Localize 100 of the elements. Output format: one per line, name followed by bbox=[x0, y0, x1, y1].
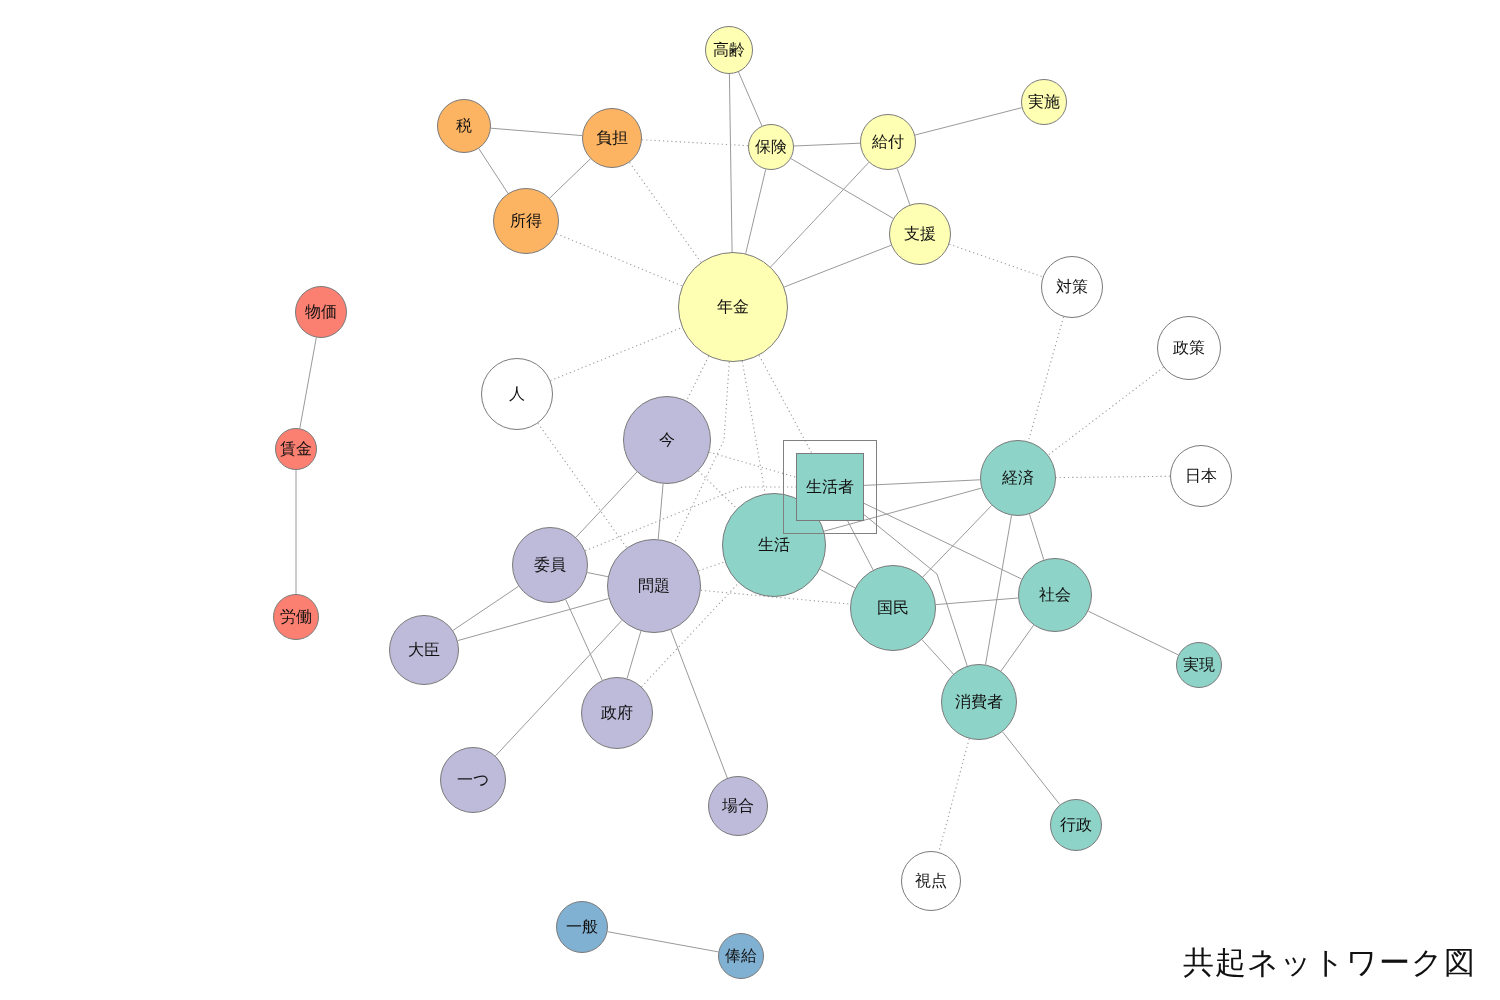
node-circle bbox=[582, 108, 642, 168]
connector-line bbox=[657, 483, 664, 540]
node-label: 行政 bbox=[1060, 816, 1092, 834]
node-label: 消費者 bbox=[955, 693, 1003, 711]
node-circle bbox=[1176, 642, 1222, 688]
node-label: 賃金 bbox=[280, 440, 312, 458]
connector-line bbox=[738, 71, 763, 127]
connector-line bbox=[819, 568, 856, 589]
node-circle bbox=[273, 594, 319, 640]
connector-line bbox=[921, 639, 954, 675]
connector-line bbox=[1087, 610, 1179, 656]
dotted-connector-line bbox=[697, 561, 726, 572]
node-label: 税 bbox=[456, 117, 472, 135]
node-label: 社会 bbox=[1039, 586, 1071, 604]
dotted-connector-line bbox=[628, 161, 702, 263]
node-label: 生活 bbox=[758, 536, 790, 554]
dotted-connector-line bbox=[758, 354, 813, 454]
node-label: 委員 bbox=[534, 556, 566, 574]
connector-line bbox=[1029, 513, 1045, 561]
node-circle bbox=[295, 286, 347, 338]
connector-line bbox=[607, 931, 719, 953]
connector-line bbox=[626, 630, 642, 679]
node-label: 一般 bbox=[566, 918, 598, 936]
node-label: 日本 bbox=[1185, 467, 1217, 485]
node-label: 問題 bbox=[638, 577, 670, 595]
node-circle bbox=[1021, 79, 1067, 125]
node-label: 俸給 bbox=[725, 947, 757, 965]
node-label: 給付 bbox=[872, 133, 904, 151]
connector-line bbox=[452, 585, 519, 631]
dotted-connector-line bbox=[641, 139, 749, 147]
node-label: 保険 bbox=[755, 138, 787, 156]
dotted-connector-line bbox=[537, 422, 628, 549]
node-circle bbox=[901, 851, 961, 911]
node-label: 支援 bbox=[904, 225, 936, 243]
connector-line bbox=[770, 161, 870, 268]
connector-line bbox=[985, 514, 1012, 666]
node-circle bbox=[718, 933, 764, 979]
connector-line bbox=[728, 73, 733, 253]
connector-line bbox=[495, 619, 623, 757]
connector-line bbox=[935, 597, 1019, 606]
connector-line bbox=[299, 337, 317, 429]
node-label: 今 bbox=[659, 431, 675, 449]
connector-line bbox=[745, 168, 767, 254]
connector-line bbox=[790, 158, 894, 219]
node-label: 物価 bbox=[305, 303, 337, 321]
node-label: 生活者 bbox=[806, 478, 854, 496]
node-label: 一つ bbox=[457, 771, 489, 789]
connector-line bbox=[549, 158, 591, 199]
node-label: 負担 bbox=[596, 129, 628, 147]
node-circle bbox=[708, 776, 768, 836]
node-label: 政府 bbox=[601, 704, 633, 722]
connector-line bbox=[863, 502, 1023, 580]
dotted-connector-line bbox=[641, 582, 740, 688]
node-square bbox=[796, 453, 864, 521]
connector-line bbox=[922, 504, 993, 578]
node-label: 国民 bbox=[877, 599, 909, 617]
node-label: 場合 bbox=[722, 797, 754, 815]
node-circle bbox=[860, 114, 916, 170]
connector-line bbox=[914, 107, 1023, 136]
dotted-connector-line bbox=[1027, 316, 1065, 442]
dotted-connector-line bbox=[555, 233, 683, 287]
node-circle bbox=[850, 565, 936, 651]
connector-line bbox=[586, 572, 609, 578]
node-circle bbox=[1050, 799, 1102, 851]
node-label: 高齢 bbox=[713, 41, 745, 59]
node-label: 経済 bbox=[1002, 469, 1034, 487]
node-label: 実現 bbox=[1183, 656, 1215, 674]
dotted-connector-line bbox=[686, 355, 710, 402]
connector-line bbox=[1000, 624, 1035, 672]
node-label: 大臣 bbox=[408, 641, 440, 659]
connector-line bbox=[478, 148, 509, 194]
connector-line bbox=[823, 487, 982, 532]
caption: 共起ネットワーク図 bbox=[1183, 943, 1476, 982]
connector-line bbox=[457, 598, 610, 642]
node-circle bbox=[275, 428, 317, 470]
node-label: 人 bbox=[509, 385, 525, 403]
connector-line bbox=[575, 471, 638, 538]
node-circle bbox=[437, 99, 491, 153]
dotted-connector-line bbox=[697, 470, 738, 510]
node-circle bbox=[748, 124, 794, 170]
node-label: 対策 bbox=[1056, 278, 1088, 296]
dotted-connector-line bbox=[700, 589, 851, 605]
dotted-connector-line bbox=[549, 326, 683, 382]
node-label: 実施 bbox=[1028, 93, 1060, 111]
connector-line bbox=[793, 142, 861, 147]
dotted-connector-line bbox=[1047, 366, 1165, 456]
connector-line bbox=[896, 167, 911, 206]
node-circle bbox=[512, 527, 588, 603]
connector-line bbox=[670, 629, 728, 779]
node-label: 政策 bbox=[1173, 339, 1205, 357]
node-label: 年金 bbox=[717, 298, 749, 316]
node-label: 労働 bbox=[280, 608, 312, 626]
node-circle bbox=[705, 26, 753, 74]
connector-line bbox=[490, 127, 583, 137]
connector-line bbox=[863, 479, 981, 486]
connector-line bbox=[863, 514, 968, 667]
connector-line bbox=[847, 520, 874, 571]
connector-line bbox=[1002, 731, 1061, 806]
connector-line bbox=[783, 244, 892, 288]
node-label: 所得 bbox=[510, 212, 542, 230]
